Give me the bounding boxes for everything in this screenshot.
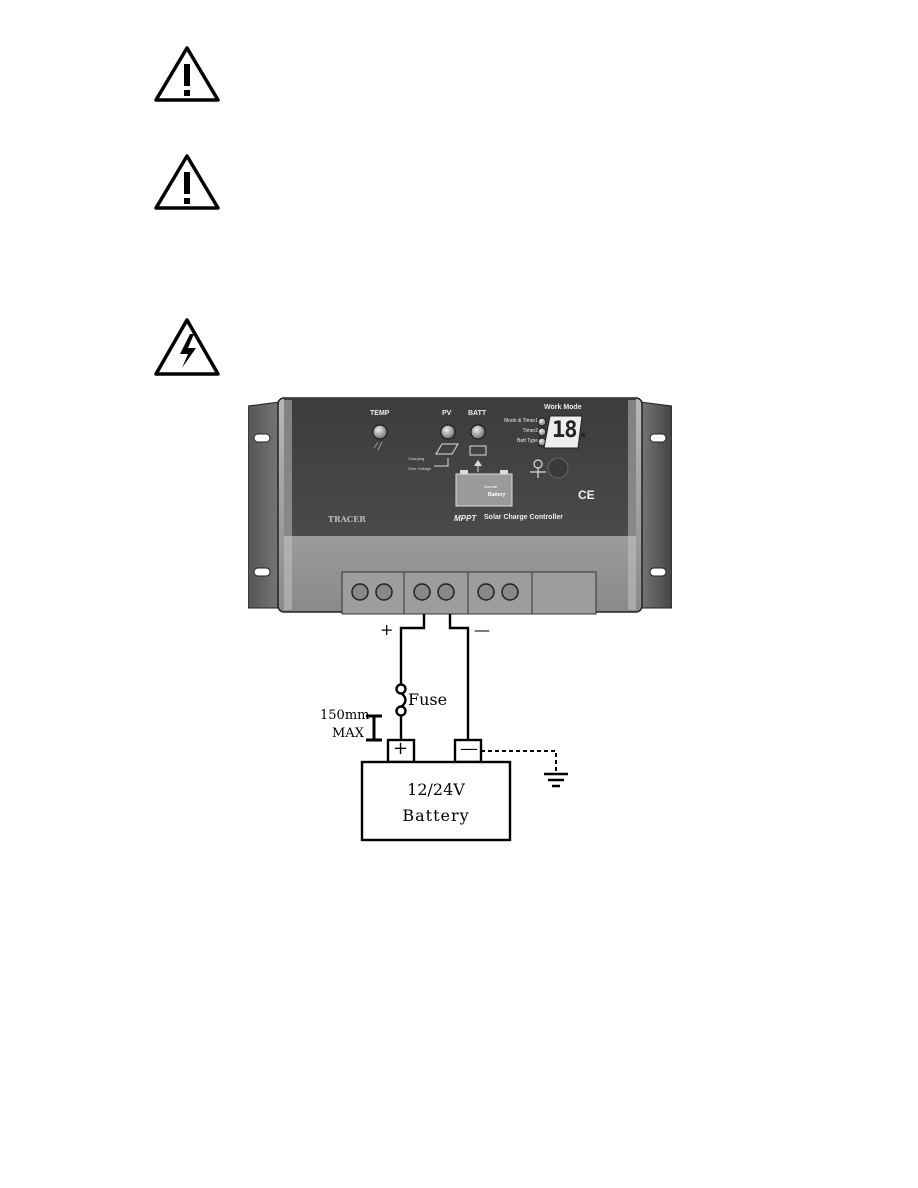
battery-diagram [455,473,513,507]
battery-positive-sign: + [393,738,409,759]
work-mode-item-3: Batt Type [516,438,538,444]
battery-box [360,760,512,842]
negative-sign: — [474,620,490,639]
terminal-screw [413,583,431,601]
temp-sensor-icon [373,441,383,451]
seven-segment-display [543,415,583,449]
caution-triangle-icon [154,46,220,102]
pv-label: PV [442,410,452,417]
ground-icon [544,772,568,788]
charging-label: Charging [408,456,425,461]
ce-mark: CE [578,488,595,502]
caution-icon-1 [152,44,222,104]
work-mode-item-1: Mode & Timer1 [504,418,538,424]
normal-label: Normal [484,484,497,489]
temp-led [372,424,388,440]
pv-led [440,424,456,440]
over-voltage-label: Over Voltage [408,466,432,471]
fuse-symbol [400,692,407,708]
ground-wire [481,750,557,772]
terminal-screw [351,583,369,601]
battery-voltage: 12/24V [407,780,465,799]
batt-label: BATT [468,410,487,417]
wiring-diagram: + — Fuse 150mm MAX + — 12/24V Battery [300,612,600,848]
negative-wire [448,614,470,740]
fuse-label: Fuse [408,690,448,709]
brand-logo: TRACER [328,514,366,524]
terminal-screw [477,583,495,601]
distance-max: MAX [332,726,364,741]
high-voltage-triangle-icon [154,318,220,376]
light-bulb-icon [530,459,546,478]
battery-small-icon [469,445,487,456]
charge-controller: TEMP PV BATT Work Mode Mode & Timer1 Tim… [248,396,672,618]
display-readout: 18. [552,418,590,443]
distance-value: 150mm [320,708,370,723]
battery-label: Battery [402,806,470,825]
mppt-label: MPPT [454,514,477,523]
caution-icon-2 [152,152,222,212]
setting-button [547,457,569,479]
product-label: Solar Charge Controller [484,514,563,521]
caution-triangle-icon [154,154,220,210]
temp-label: TEMP [370,410,390,417]
terminal-screw [375,583,393,601]
battery-negative-sign: — [460,738,478,759]
batt-led [470,424,486,440]
solar-panel-icon [435,443,459,455]
work-mode-title: Work Mode [544,404,582,411]
high-voltage-icon [152,316,222,378]
positive-wire [399,614,426,684]
positive-sign: + [380,620,394,639]
terminal-screw [501,583,519,601]
work-mode-item-2: Timer2 [522,428,538,434]
terminal-screw [437,583,455,601]
battery-diagram-label: Battery [488,492,506,498]
